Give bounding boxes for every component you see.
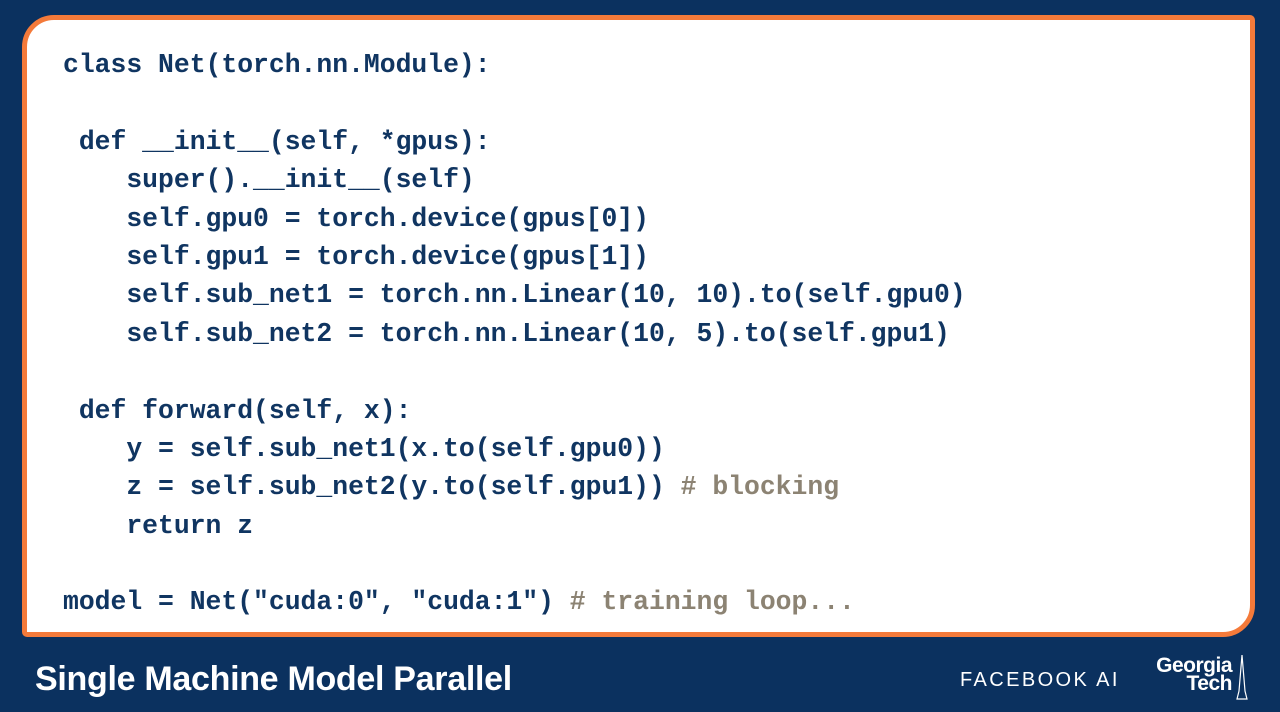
code-text: def __init__(self, *gpus): (63, 126, 491, 157)
code-text: self.sub_net1 = torch.nn.Linear(10, 10).… (63, 280, 966, 311)
code-text: class Net(torch.nn.Module): (63, 50, 491, 80)
code-line: class Net(torch.nn.Module): (63, 46, 966, 84)
code-text: self.gpu1 = torch.device(gpus[1]) (63, 241, 649, 272)
code-line: self.sub_net1 = torch.nn.Linear(10, 10).… (63, 276, 966, 314)
georgia-tech-logo: Georgia Tech (1136, 654, 1233, 695)
code-text: super().__init__(self) (63, 165, 475, 196)
code-text: model = Net("cuda:0", "cuda:1") (63, 587, 570, 618)
code-line (63, 545, 966, 583)
code-text: def forward(self, x): (63, 395, 412, 426)
code-comment: # blocking (680, 472, 840, 503)
code-line: z = self.sub_net2(y.to(self.gpu1)) # blo… (63, 468, 966, 506)
code-line (63, 353, 966, 391)
code-line: self.gpu1 = torch.device(gpus[1]) (63, 238, 966, 276)
code-text: self.gpu0 = torch.device(gpus[0]) (63, 203, 649, 234)
code-comment: # training loop... (569, 587, 855, 618)
code-text: return z (63, 510, 254, 541)
code-block: class Net(torch.nn.Module): def __init__… (63, 46, 966, 622)
code-text: y = self.sub_net1(x.to(self.gpu0)) (63, 433, 665, 464)
code-line (63, 84, 966, 122)
facebook-ai-logo: FACEBOOK AI (960, 669, 1120, 691)
code-text: z = self.sub_net2(y.to(self.gpu1)) (63, 472, 681, 503)
code-card: class Net(torch.nn.Module): def __init__… (22, 15, 1255, 637)
code-line: super().__init__(self) (63, 161, 966, 199)
slide-title: Single Machine Model Parallel (35, 660, 512, 698)
code-line: self.sub_net2 = torch.nn.Linear(10, 5).t… (63, 315, 966, 353)
code-line: def __init__(self, *gpus): (63, 123, 966, 161)
tech-tower-icon (1236, 655, 1248, 700)
code-line: self.gpu0 = torch.device(gpus[0]) (63, 200, 966, 238)
gt-logo-line2: Tech (1186, 672, 1233, 695)
code-line: return z (63, 507, 966, 545)
code-text: self.sub_net2 = torch.nn.Linear(10, 5).t… (63, 318, 950, 349)
code-line: model = Net("cuda:0", "cuda:1") # traini… (63, 583, 966, 621)
code-line: def forward(self, x): (63, 392, 966, 430)
gt-logo-line1: Georgia (1156, 654, 1232, 677)
code-line: y = self.sub_net1(x.to(self.gpu0)) (63, 430, 966, 468)
